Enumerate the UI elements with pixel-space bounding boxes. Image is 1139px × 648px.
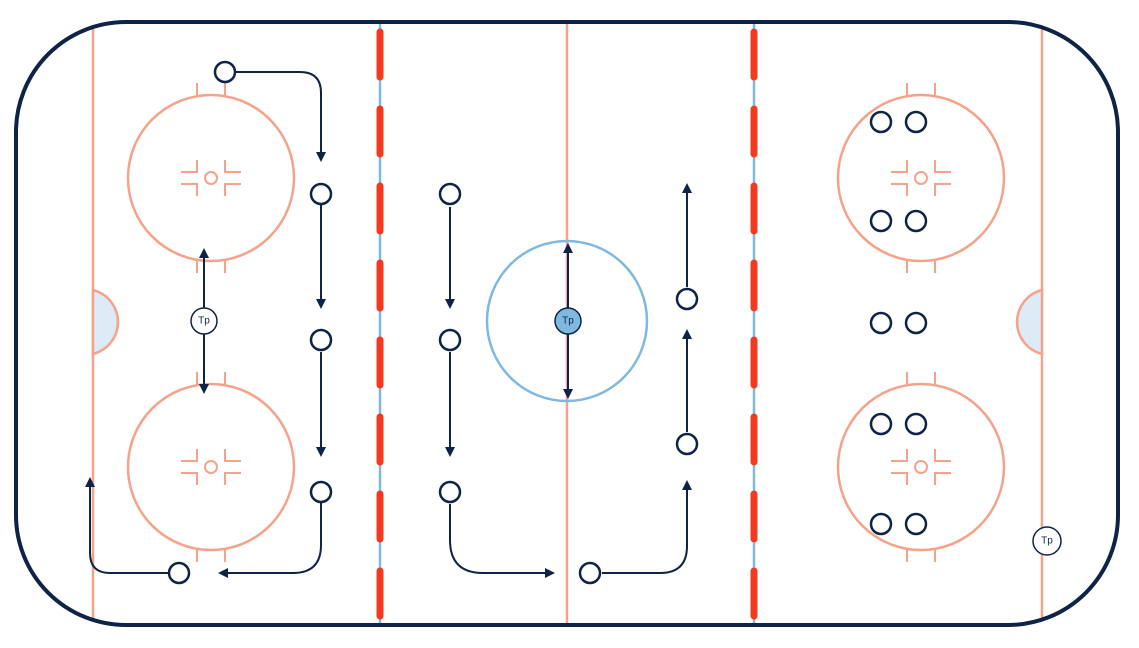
faceoff-dot — [914, 171, 928, 185]
faceoff-marker — [891, 472, 908, 485]
arrow-path-icon — [85, 477, 168, 574]
circle-player-icon — [675, 287, 699, 311]
faceoff-marker — [891, 160, 908, 173]
faceoff-marker — [224, 472, 241, 485]
players — [167, 60, 928, 585]
right-goal-crease — [1015, 288, 1044, 356]
circle-player-icon — [869, 412, 893, 436]
faceoff-circle — [126, 93, 296, 263]
circle-player-icon — [904, 110, 928, 134]
circle-player-icon — [213, 60, 237, 84]
faceoff-marker — [181, 160, 198, 173]
coach-label: Tp — [198, 316, 210, 327]
rink-boards — [14, 20, 1120, 627]
circle-player-icon — [869, 512, 893, 536]
faceoff-circles — [126, 83, 1006, 562]
faceoff-marker — [181, 472, 198, 485]
arrow-path-icon — [218, 503, 322, 578]
faceoff-marker — [224, 449, 241, 462]
circle-player-icon — [309, 328, 333, 352]
circle-player-icon — [869, 110, 893, 134]
faceoff-marker — [934, 160, 951, 173]
circle-player-icon — [904, 512, 928, 536]
faceoff-circle — [836, 93, 1006, 263]
faceoff-marker — [224, 160, 241, 173]
faceoff-dot — [204, 171, 218, 185]
faceoff-marker — [891, 183, 908, 196]
circle-player-icon — [438, 480, 462, 504]
faceoff-marker — [224, 183, 241, 196]
coach-right: Tp — [1032, 526, 1062, 556]
arrow-path-icon — [449, 504, 555, 578]
circle-player-icon — [904, 311, 928, 335]
faceoff-circle — [126, 382, 296, 552]
faceoff-marker — [181, 449, 198, 462]
center-circle — [485, 239, 649, 403]
circle-player-icon — [438, 182, 462, 206]
faceoff-marker — [934, 183, 951, 196]
circle-player-icon — [904, 412, 928, 436]
faceoff-marker — [181, 183, 198, 196]
faceoff-marker — [891, 449, 908, 462]
coach-left: Tp — [190, 307, 218, 335]
circle-player-icon — [438, 328, 462, 352]
faceoff-dot — [204, 460, 218, 474]
coach-center: Tp — [554, 307, 582, 335]
arrow-path-icon — [602, 480, 692, 574]
circle-player-icon — [309, 182, 333, 206]
arrow-path-icon — [236, 71, 326, 162]
faceoff-marker — [934, 449, 951, 462]
circle-player-icon — [904, 209, 928, 233]
coach-tp-icon — [190, 307, 218, 335]
coach-label: Tp — [1041, 536, 1053, 547]
circle-player-icon — [869, 209, 893, 233]
left-goal-crease — [91, 288, 120, 356]
coach-tp-icon — [1032, 526, 1062, 556]
coach-tp-icon — [554, 307, 582, 335]
circle-player-icon — [578, 561, 602, 585]
circle-player-icon — [675, 432, 699, 456]
circle-player-icon — [309, 480, 333, 504]
coach-label: Tp — [562, 316, 574, 327]
faceoff-circle — [836, 382, 1006, 552]
circle-player-icon — [869, 311, 893, 335]
faceoff-dot — [914, 460, 928, 474]
circle-player-icon — [167, 561, 191, 585]
drill-paths — [85, 71, 692, 578]
faceoff-marker — [934, 472, 951, 485]
